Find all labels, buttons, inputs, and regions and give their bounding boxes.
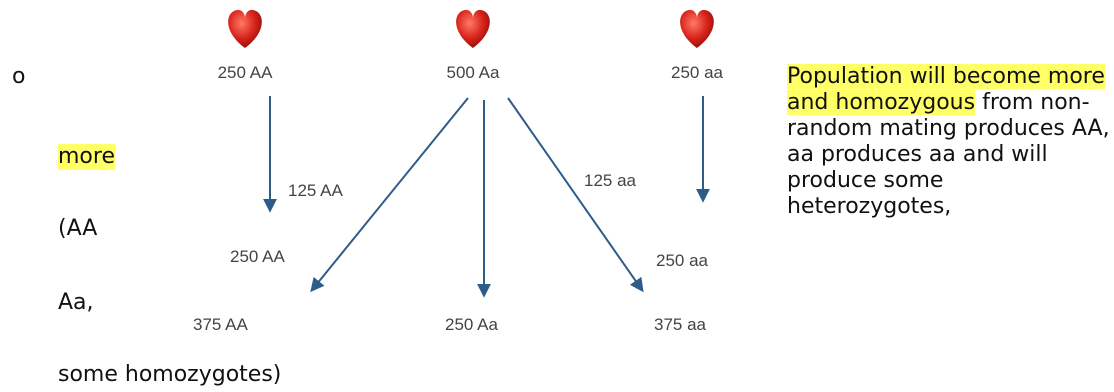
bullet-marker: o xyxy=(12,64,26,89)
arrow-Aa-right xyxy=(507,97,644,293)
heart-icon xyxy=(228,9,262,48)
label-bottom-Aa: 250 Aa xyxy=(445,315,498,334)
left-text-more: more xyxy=(58,144,115,170)
heart-icon xyxy=(456,9,490,48)
arrow-Aa-left xyxy=(310,97,469,293)
heart-icon xyxy=(680,9,714,48)
label-mid-aa: 250 aa xyxy=(656,251,709,270)
label-bottom-aa: 375 aa xyxy=(654,315,707,334)
label-mid-AA: 250 AA xyxy=(230,247,285,266)
label-top-Aa: 500 Aa xyxy=(447,63,500,82)
label-bottom-AA: 375 AA xyxy=(193,315,248,334)
explanation-body: from non-random mating produces AA, aa p… xyxy=(787,90,1110,219)
left-text-homozygotes: some homozygotes) xyxy=(58,362,282,387)
left-text-aa-open: (AA xyxy=(58,216,98,241)
explanation-highlight: Population will become more and homozygo… xyxy=(787,64,1105,115)
label-top-aa: 250 aa xyxy=(671,63,724,82)
label-arrow-125AA: 125 AA xyxy=(288,181,343,200)
label-arrow-125aa: 125 aa xyxy=(584,171,637,190)
genotype-diagram: 250 AA 500 Aa 250 aa 125 AA 125 aa 250 A… xyxy=(193,9,724,334)
explanation-text: Population will become more and homozygo… xyxy=(787,64,1112,220)
left-text-hetero: Aa, xyxy=(58,290,94,315)
label-top-AA: 250 AA xyxy=(218,63,273,82)
